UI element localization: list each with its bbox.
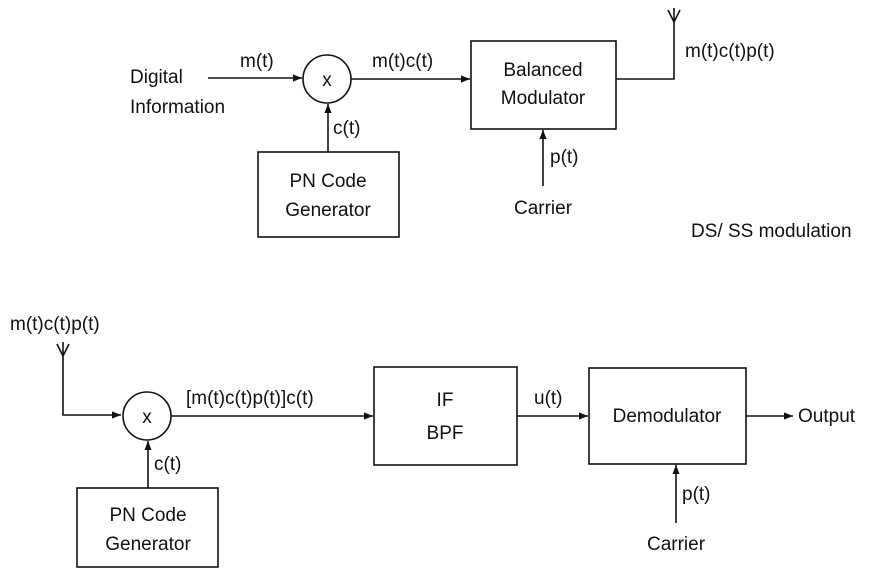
tx-pn-label-line1: PN Code [289, 171, 366, 192]
tx-input-label-line1: Digital [130, 67, 183, 88]
tx-output-line [616, 22, 675, 80]
rx-demodulator-label: Demodulator [613, 406, 722, 427]
tx-input-label-line2: Information [130, 97, 225, 118]
tx-bm-label-line2: Modulator [501, 88, 586, 109]
rx-if-label-line1: IF [437, 390, 454, 411]
tx-m-label: m(t) [240, 51, 274, 72]
tx-pn-label-line2: Generator [285, 200, 371, 221]
tx-caption: DS/ SS modulation [691, 221, 852, 242]
rx-u-label: u(t) [534, 388, 563, 409]
tx-bm-label-line1: Balanced [503, 60, 582, 81]
rx-mixer-symbol: x [142, 407, 152, 428]
tx-mixer-symbol: x [322, 70, 332, 91]
rx-pn-label-line2: Generator [105, 534, 191, 555]
rx-if-label-line2: BPF [427, 423, 464, 444]
rx-antenna-icon [56, 342, 70, 357]
tx-mc-label: m(t)c(t) [372, 51, 433, 72]
tx-pn-code-generator-box [257, 151, 400, 238]
rx-input-label: m(t)c(t)p(t) [10, 314, 100, 335]
rx-demodulator-box [588, 367, 747, 465]
tx-p-label: p(t) [550, 147, 579, 168]
rx-output-label: Output [798, 406, 856, 427]
tx-balanced-modulator-box [470, 40, 617, 130]
receiver-diagram: m(t)c(t)p(t) x PN Code Generator c(t) [m… [10, 314, 856, 568]
rx-c-label: c(t) [154, 454, 181, 475]
tx-carrier-label: Carrier [514, 198, 573, 219]
rx-pn-label-line1: PN Code [109, 505, 186, 526]
tx-antenna-icon [667, 8, 681, 23]
tx-output-label: m(t)c(t)p(t) [685, 41, 775, 62]
tx-c-label: c(t) [333, 118, 360, 139]
rx-mix-out-label: [m(t)c(t)p(t)]c(t) [186, 388, 314, 409]
rx-p-label: p(t) [682, 484, 711, 505]
rx-if-bpf-box [373, 366, 518, 466]
transmitter-diagram: Digital Information m(t) x PN Code Gener… [130, 8, 852, 242]
rx-carrier-label: Carrier [647, 534, 706, 555]
rx-pn-code-generator-box [76, 487, 219, 568]
rx-input-line [62, 356, 121, 419]
